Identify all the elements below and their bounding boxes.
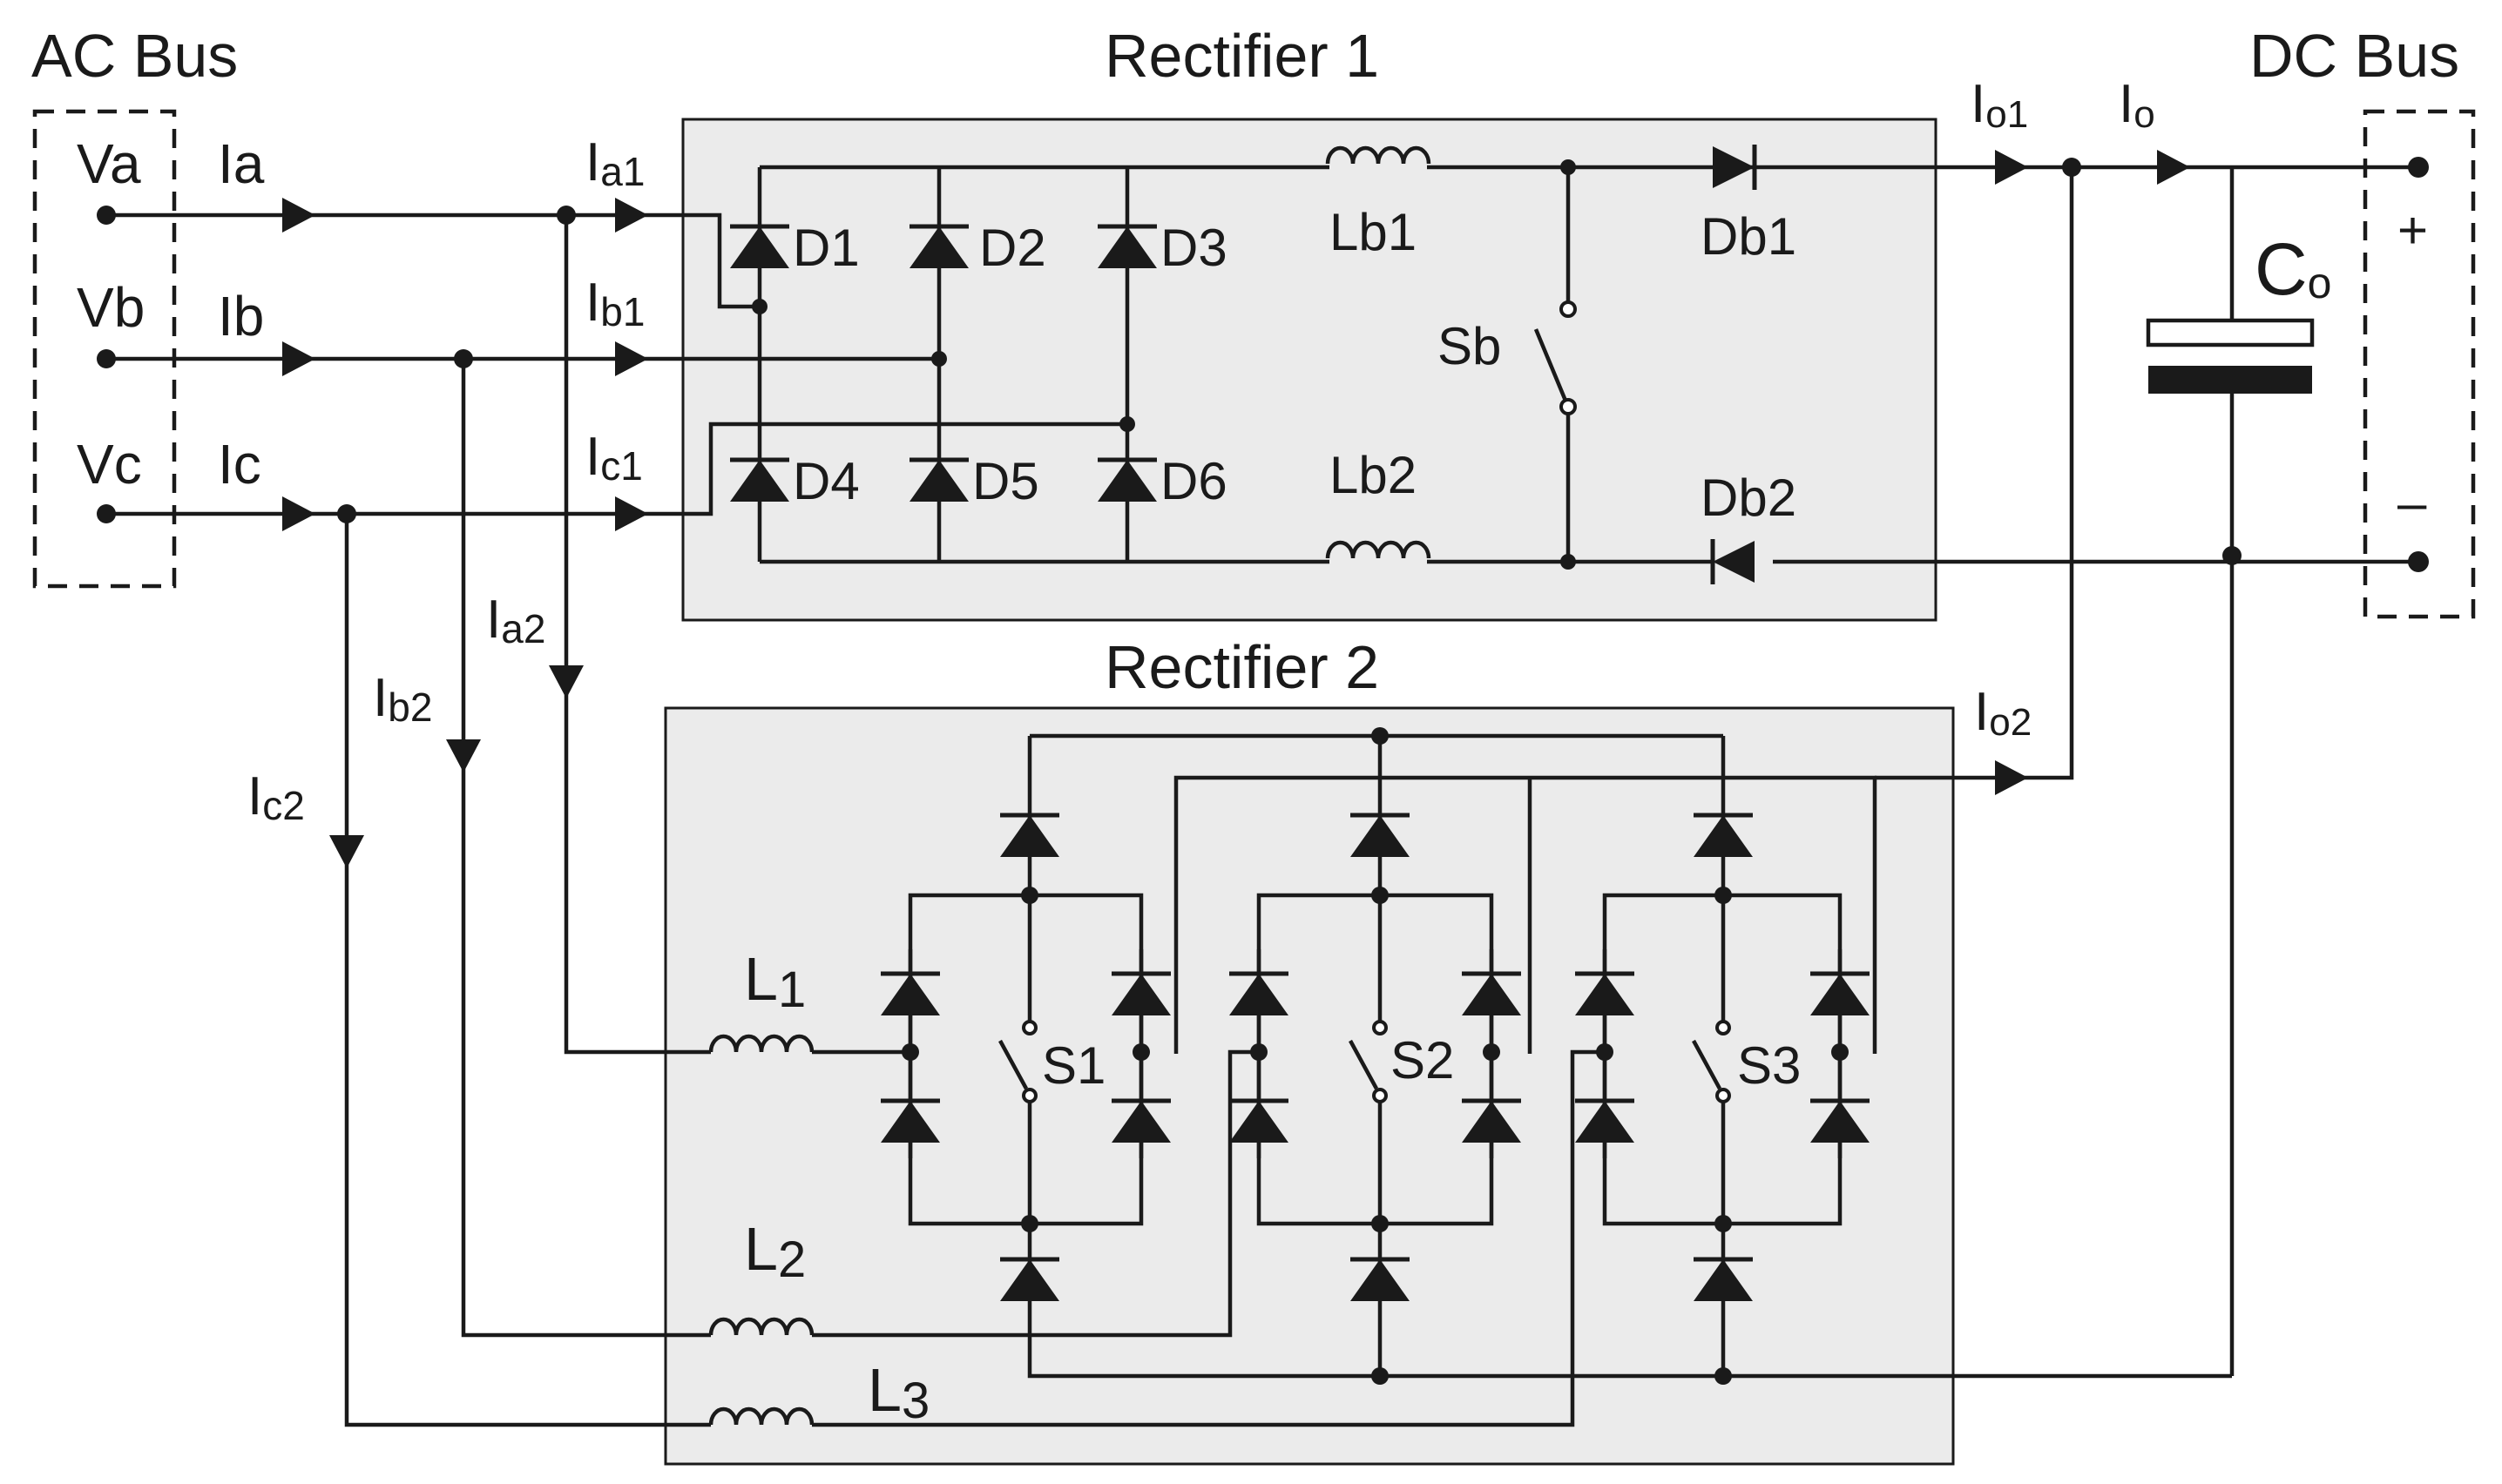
ac-phase-lines <box>97 198 713 1427</box>
d4-label: D4 <box>793 452 860 510</box>
rectifier1-block <box>681 118 1937 622</box>
rectifier2-title: Rectifier 2 <box>1105 633 1379 701</box>
io-label: Io <box>2119 74 2155 136</box>
ia-label: Ia <box>218 132 265 195</box>
rectifier2-inductors <box>711 1021 1605 1430</box>
module1-bottom-junction <box>1021 1215 1038 1232</box>
module3-right-node <box>1831 1043 1849 1061</box>
io2-label: Io2 <box>1974 682 2032 744</box>
vc-label: Vc <box>77 433 142 496</box>
s2-label: S2 <box>1390 1031 1454 1089</box>
lb1-label: Lb1 <box>1329 203 1417 261</box>
module1-right-node <box>1133 1043 1150 1061</box>
ac-bus-box <box>32 109 177 589</box>
s1-label: S1 <box>1042 1036 1106 1095</box>
module2-switch-contact-top <box>1372 1020 1388 1035</box>
module3-switch-contact-bottom <box>1715 1088 1731 1103</box>
rectifier2-block <box>664 706 1955 1466</box>
ib-label: Ib <box>218 285 264 347</box>
ia2-label: Ia2 <box>486 590 545 651</box>
co-label: Co <box>2255 228 2331 310</box>
io1-label: Io1 <box>1971 74 2028 136</box>
lb2-label: Lb2 <box>1329 446 1417 504</box>
module1-switch-contact-top <box>1022 1020 1038 1035</box>
d5-label: D5 <box>972 452 1039 510</box>
va-label: Va <box>77 132 141 195</box>
module2-switch-blade <box>1349 1039 1378 1090</box>
module2-switch-contact-bottom <box>1372 1088 1388 1103</box>
module1-switch-blade <box>998 1039 1028 1090</box>
module3-top-junction <box>1714 887 1732 904</box>
module2-top-junction <box>1371 887 1389 904</box>
ic1-label: Ic1 <box>585 427 643 489</box>
ic2-label: Ic2 <box>247 766 305 828</box>
dc-bus-box <box>2363 109 2476 619</box>
module1-top-junction <box>1021 887 1038 904</box>
d1-label: D1 <box>793 219 860 277</box>
d6-label: D6 <box>1160 452 1227 510</box>
module2-bottom-junction <box>1371 1215 1389 1232</box>
rectifier1-title: Rectifier 1 <box>1105 22 1379 90</box>
db2-label: Db2 <box>1701 469 1796 527</box>
module2-right-node <box>1483 1043 1500 1061</box>
dc-output-circuit <box>1860 150 2429 1376</box>
s3-label: S3 <box>1737 1036 1801 1095</box>
ib2-label: Ib2 <box>373 668 432 730</box>
module3-switch-blade <box>1692 1039 1721 1090</box>
ac-bus-title: AC Bus <box>31 22 238 90</box>
rectifier1-circuit <box>683 139 1936 584</box>
module1-switch-contact-bottom <box>1022 1088 1038 1103</box>
sb-label: Sb <box>1437 317 1501 375</box>
ic-label: Ic <box>218 433 261 496</box>
l1-label: L1 <box>744 945 806 1018</box>
db1-label: Db1 <box>1701 207 1796 266</box>
vb-label: Vb <box>77 276 145 339</box>
dc-bus-title: DC Bus <box>2249 22 2459 90</box>
d3-label: D3 <box>1160 219 1227 277</box>
plus-terminal-label: + <box>2397 201 2428 260</box>
ib1-label: Ib1 <box>585 273 645 334</box>
l3-label: L3 <box>868 1356 930 1429</box>
module3-bottom-junction <box>1714 1215 1732 1232</box>
l2-label: L2 <box>744 1215 806 1288</box>
minus-terminal-label: – <box>2397 474 2427 532</box>
ia1-label: Ia1 <box>585 132 645 194</box>
d2-label: D2 <box>979 219 1046 277</box>
module3-switch-contact-top <box>1715 1020 1731 1035</box>
